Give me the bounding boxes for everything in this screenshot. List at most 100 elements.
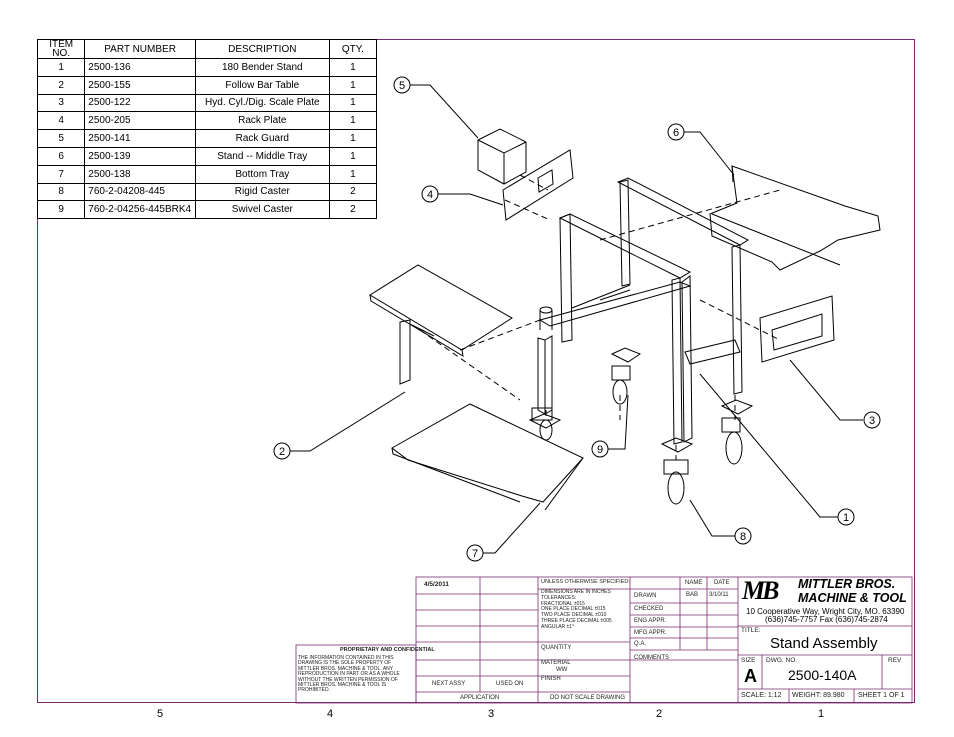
zone-label: 1 <box>818 708 825 720</box>
size-value: A <box>744 666 757 686</box>
tolerance-line: ANGULAR ±1° <box>541 623 575 630</box>
title-label: TITLE: <box>741 627 761 634</box>
material-value: WW <box>556 667 568 673</box>
balloon-6: 6 <box>667 123 685 141</box>
balloon-label: 1 <box>843 512 849 524</box>
proprietary-line: PROHIBITED. <box>298 687 330 694</box>
proprietary-line: MITTLER BROS. MACHINE & TOOL IS <box>298 682 387 689</box>
tolerance-line: THREE PLACE DECIMAL ±005 <box>541 617 612 624</box>
zone-label: 5 <box>157 708 164 720</box>
balloon-9: 9 <box>591 440 609 458</box>
bom-item-no: 2 <box>36 75 86 95</box>
drawn-date: 3/10/11 <box>709 592 729 598</box>
comments-label: COMMENTS <box>634 655 669 661</box>
name-header: NAME <box>685 580 703 586</box>
size-label: SIZE <box>741 657 756 664</box>
tolerance-line: ONE PLACE DECIMAL ±015 <box>541 606 606 613</box>
balloon-label: 9 <box>597 444 603 456</box>
zone-label: 2 <box>656 708 663 720</box>
tolerance-line: TWO PLACE DECIMAL ±010 <box>541 612 607 619</box>
balloon-1: 1 <box>837 508 855 526</box>
dwg-no-label: DWG. NO. <box>766 657 798 664</box>
scale-label: SCALE: 1:12 <box>741 692 782 699</box>
leader-lines <box>290 84 863 554</box>
company-name-line1: MITTLER BROS. <box>798 577 896 591</box>
quantity-label: QUANTITY <box>541 645 572 651</box>
bom-header-item: ITEM NO. <box>36 39 86 59</box>
bom-description: Swivel Caster <box>194 200 330 220</box>
application-label: APPLICATION <box>460 695 500 701</box>
sheet-label: SHEET 1 OF 1 <box>858 692 905 699</box>
mfg-appr-label: MFG APPR. <box>634 630 667 636</box>
balloon-label: 5 <box>399 80 405 92</box>
balloon-4: 4 <box>421 185 439 203</box>
tolerance-line: TOLERANCES: <box>541 594 577 601</box>
qa-label: Q.A. <box>634 641 647 647</box>
eng-appr-label: ENG APPR. <box>634 618 667 624</box>
drawn-label: DRAWN <box>634 593 657 599</box>
bom-item-no: 9 <box>36 200 86 220</box>
proprietary-line: THE INFORMATION CONTAINED IN THIS <box>298 655 394 661</box>
zone-label: 4 <box>327 708 334 720</box>
drawn-name: BAB <box>686 592 699 598</box>
drawing-border <box>37 39 915 703</box>
balloon-label: 7 <box>472 548 478 560</box>
date-header: DATE <box>714 580 730 586</box>
dwg-no-value: 2500-140A <box>788 667 857 683</box>
drawing-date: 4/5/2011 <box>424 581 449 588</box>
balloon-label: 3 <box>869 415 875 427</box>
balloon-5: 5 <box>393 76 411 94</box>
bom-qty: 1 <box>328 146 378 166</box>
weight-label: WEIGHT: 89.980 <box>792 692 845 699</box>
proprietary-line: REPRODUCTION IN PART OR AS A WHOLE <box>298 671 400 678</box>
company-logo: MB <box>742 576 780 605</box>
balloon-7: 7 <box>466 544 484 562</box>
bom-qty: 1 <box>328 111 378 131</box>
item-balloons: 5 4 6 3 1 2 7 9 8 <box>273 76 881 562</box>
proprietary-title: PROPRIETARY AND CONFIDENTIAL <box>340 647 435 653</box>
bom-qty: 2 <box>328 200 378 220</box>
zone-label: 3 <box>488 708 495 720</box>
proprietary-line: WITHOUT THE WRITTEN PERMISSION OF <box>298 676 398 683</box>
company-phone: (636)745-7757 Fax (636)745-2874 <box>765 615 888 624</box>
unless-specified: UNLESS OTHERWISE SPECIFIED: <box>541 579 630 585</box>
bom-item-no: 3 <box>36 93 86 113</box>
checked-label: CHECKED <box>634 606 664 612</box>
balloon-label: 2 <box>279 446 285 458</box>
proprietary-line: MITTLER BROS. MACHINE & TOOL. ANY <box>298 665 394 672</box>
drawing-title: Stand Assembly <box>770 635 878 652</box>
finish-label: FINISH <box>541 676 561 682</box>
caster-linework <box>531 365 743 505</box>
material-label: MATERIAL <box>541 660 571 666</box>
title-block-grid <box>295 576 913 704</box>
tolerance-line: FRACTIONAL ±015 <box>541 600 585 607</box>
proprietary-line: DRAWING IS THE SOLE PROPERTY OF <box>298 660 392 667</box>
balloon-3: 3 <box>863 411 881 429</box>
tolerance-line: DIMENSIONS ARE IN INCHES <box>541 589 611 595</box>
bom-header-qty: QTY. <box>328 39 378 59</box>
stand-assembly-linework <box>369 128 881 511</box>
company-name-line2: MACHINE & TOOL <box>798 591 907 605</box>
used-on-label: USED ON <box>496 681 524 687</box>
rev-label: REV <box>888 657 902 664</box>
balloon-label: 4 <box>427 189 433 201</box>
balloon-2: 2 <box>273 442 291 460</box>
company-address: 10 Cooperative Way, Wright City, MO. 633… <box>746 607 905 616</box>
next-assy-label: NEXT ASSY <box>432 681 466 687</box>
balloon-8: 8 <box>734 527 752 545</box>
balloon-label: 8 <box>740 531 746 543</box>
bom-item-no: 7 <box>36 164 86 184</box>
do-not-scale: DO NOT SCALE DRAWING <box>550 695 626 701</box>
balloon-label: 6 <box>673 127 679 139</box>
